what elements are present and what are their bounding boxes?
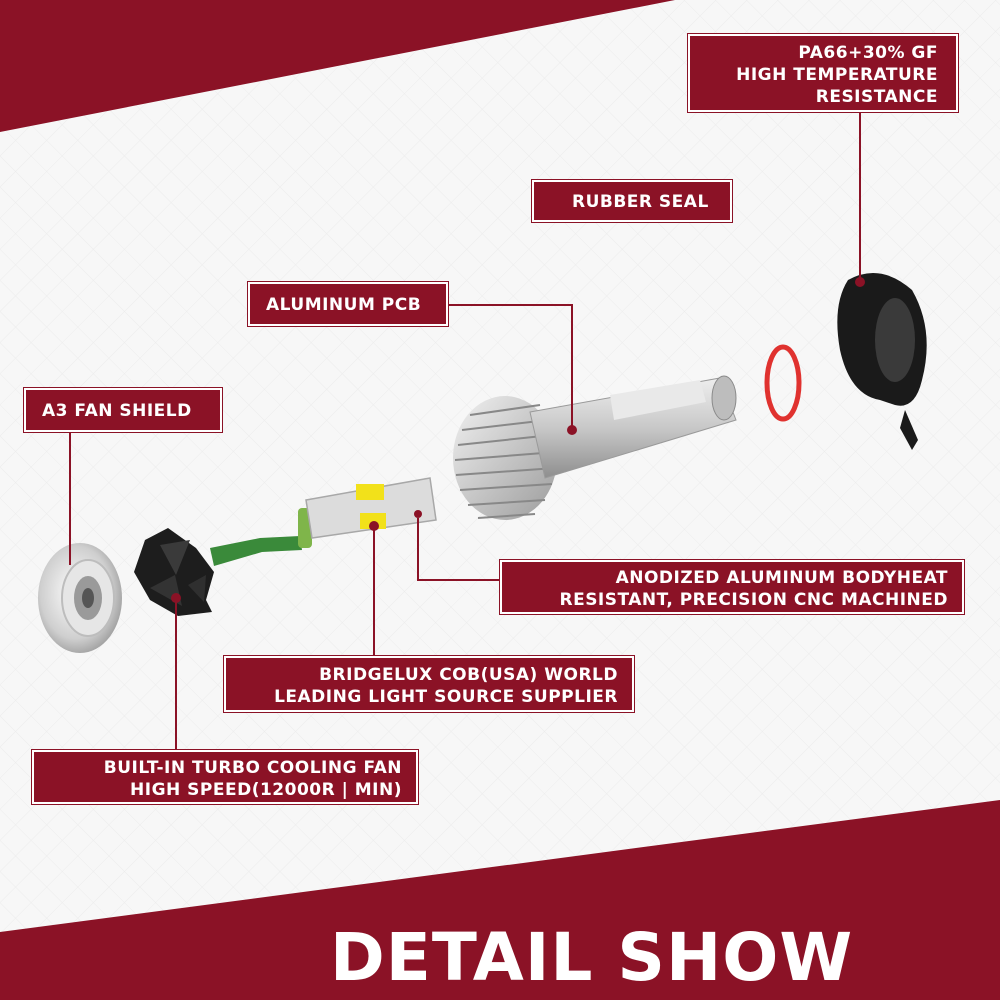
- anodized-body-label-line-1: ANODIZED ALUMINUM BODYHEAT: [615, 568, 948, 588]
- cooling-fan-label-line-1: BUILT-IN TURBO COOLING FAN: [103, 758, 402, 778]
- aluminum-pcb-label: ALUMINUM PCB: [248, 282, 448, 326]
- bridgelux-label: BRIDGELUX COB(USA) WORLD LEADING LIGHT S…: [224, 656, 634, 712]
- aluminum-body-part: [529, 375, 737, 479]
- housing-label-line-2: HIGH TEMPERATURE: [736, 65, 938, 85]
- cooling-fan-label-line-2: HIGH SPEED(12000R | MIN): [130, 780, 402, 800]
- bottom-diagonal-band: [0, 800, 1000, 1000]
- bridgelux-label-line-2: LEADING LIGHT SOURCE SUPPLIER: [274, 687, 618, 707]
- anodized-body-label: ANODIZED ALUMINUM BODYHEAT RESISTANT, PR…: [500, 560, 964, 614]
- fan-shield-label-text: A3 FAN SHIELD: [42, 401, 192, 421]
- housing-adapter-part: [837, 272, 927, 450]
- fan-shield-part: [38, 543, 122, 653]
- anodized-body-label-line-2: RESISTANT, PRECISION CNC MACHINED: [559, 590, 948, 610]
- aluminum-pcb-label-text: ALUMINUM PCB: [266, 295, 422, 315]
- led-board-part: [305, 477, 437, 539]
- rubber-seal-part: [764, 344, 802, 422]
- housing-label-line-3: RESISTANCE: [815, 87, 938, 107]
- top-diagonal-band: [0, 0, 675, 132]
- housing-label: PA66+30% GF HIGH TEMPERATURE RESISTANCE: [688, 34, 958, 112]
- cooling-fan-part: [134, 528, 214, 616]
- rubber-seal-label: RUBBER SEAL: [532, 180, 732, 222]
- bridgelux-label-line-1: BRIDGELUX COB(USA) WORLD: [319, 665, 618, 685]
- housing-label-line-1: PA66+30% GF: [798, 43, 938, 63]
- cooling-fan-label: BUILT-IN TURBO COOLING FAN HIGH SPEED(12…: [32, 750, 418, 804]
- fan-shield-label: A3 FAN SHIELD: [24, 388, 222, 432]
- leader-lines: [69, 112, 861, 750]
- banner-title: DETAIL SHOW: [330, 919, 854, 996]
- rubber-seal-label-text: RUBBER SEAL: [572, 192, 709, 212]
